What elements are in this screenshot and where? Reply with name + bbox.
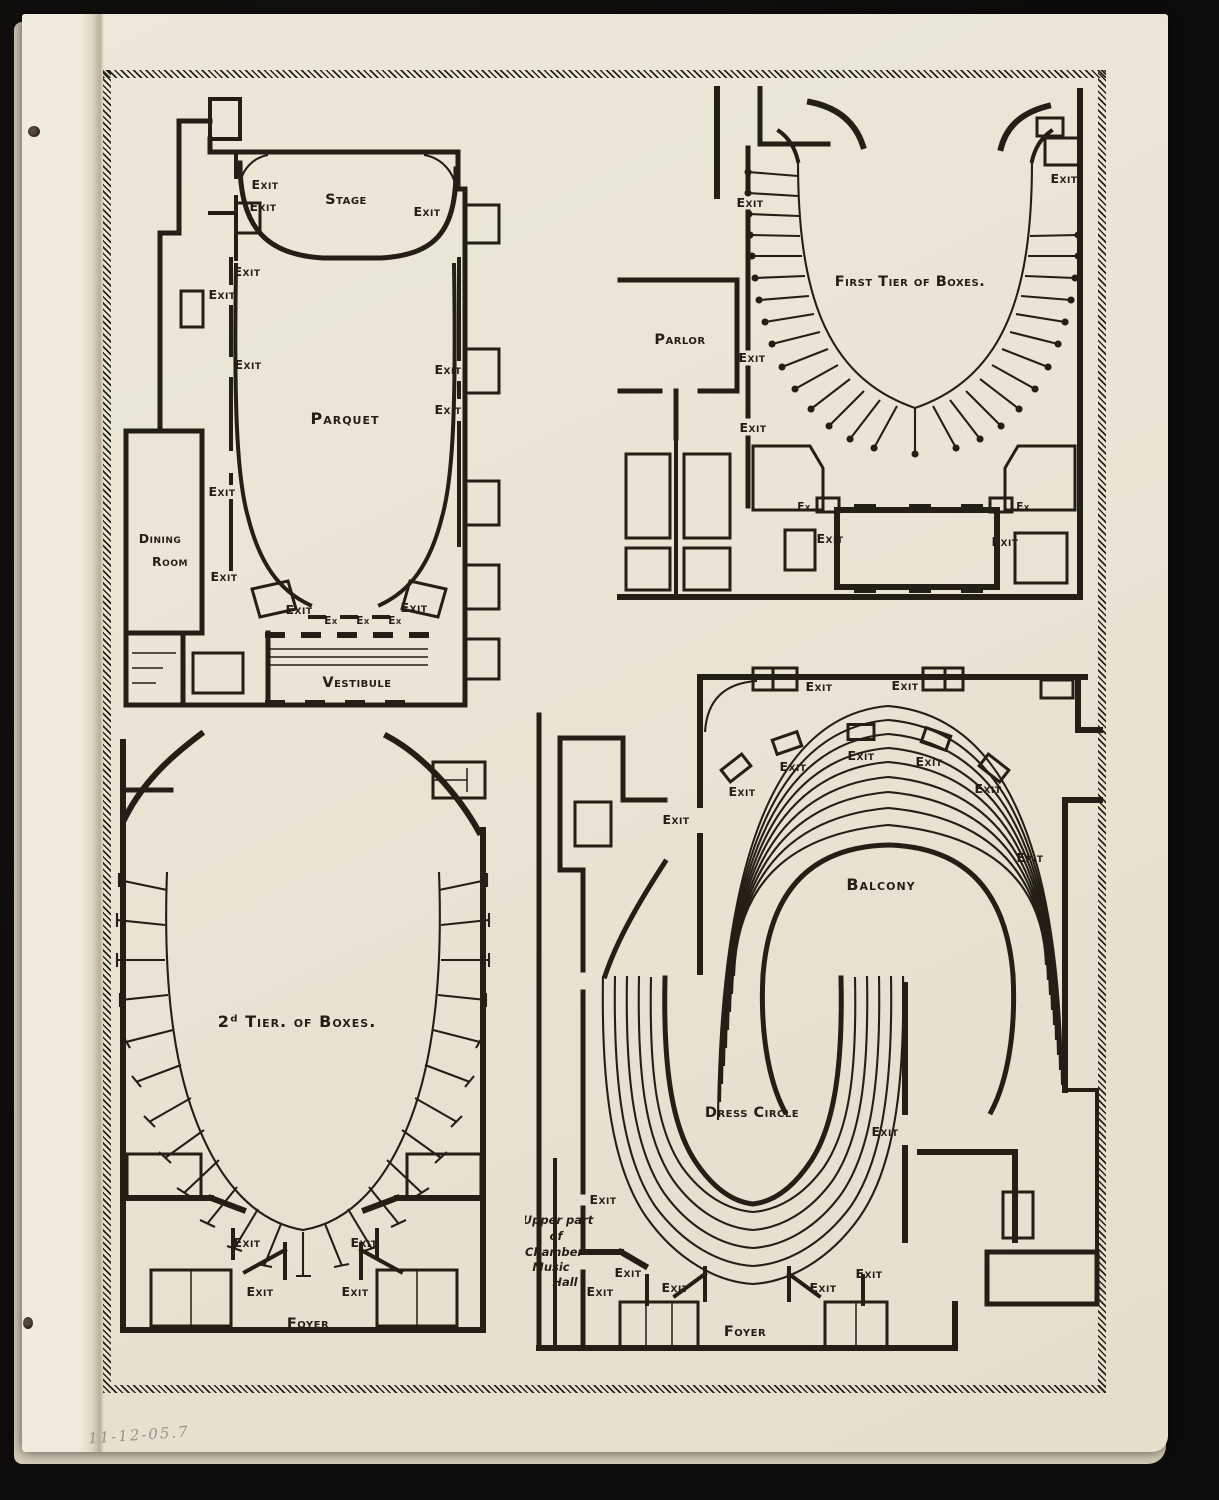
balcony-dress-circle-floor-plan: Exit Exit Exit Exit Exit Exit Exit Exit … bbox=[525, 666, 1103, 1351]
exit-label: Exit bbox=[234, 264, 261, 279]
exit-label: Exit bbox=[856, 1266, 883, 1281]
second-tier-boxes-ring bbox=[115, 871, 491, 1278]
exit-label: Exit bbox=[252, 177, 279, 192]
hatched-border-top bbox=[103, 70, 1106, 78]
right-side-rooms bbox=[902, 982, 1100, 1307]
hatched-border-bottom bbox=[103, 1385, 1106, 1393]
exit-label: Exit bbox=[401, 600, 428, 615]
first-tier-floor-plan: Exit Parlor Exit Exit First Tier of Boxe… bbox=[617, 86, 1083, 600]
ex-label: Ex bbox=[388, 615, 402, 627]
first-tier-walls bbox=[617, 86, 1083, 600]
foyer-area bbox=[536, 1247, 958, 1351]
exit-label: Exit bbox=[992, 534, 1019, 549]
parquet-title: Parquet bbox=[310, 409, 379, 428]
exit-label: Exit bbox=[209, 484, 236, 499]
exit-label: Exit bbox=[247, 1284, 274, 1299]
ex-label: Ex bbox=[356, 615, 370, 627]
ex-label: Ex bbox=[324, 615, 338, 627]
exit-label: Exit bbox=[1051, 171, 1078, 186]
exit-label: Exit bbox=[740, 420, 767, 435]
parquet-floor-plan: Exit Exit Stage Exit Exit Exit Exit Exit… bbox=[123, 97, 501, 708]
dining-room-label: Dining bbox=[139, 531, 182, 546]
foyer-label: Foyer bbox=[287, 1316, 329, 1332]
exit-label: Exit bbox=[662, 1280, 689, 1295]
balcony-title: Balcony bbox=[846, 875, 915, 894]
exit-label: Exit bbox=[235, 357, 262, 372]
exit-label: Exit bbox=[780, 759, 807, 774]
first-tier-boxes-ring bbox=[744, 128, 1082, 458]
exit-label: Exit bbox=[663, 812, 690, 827]
second-tier-floor-plan: 2ᵈ Tier. of Boxes. Exit Exit Exit Exit F… bbox=[115, 730, 491, 1333]
exit-label: Exit bbox=[435, 362, 462, 377]
chamber-hall-label: Upper part bbox=[525, 1213, 594, 1227]
balcony-labels: Exit Exit Exit Exit Exit Exit Exit Exit … bbox=[525, 678, 1044, 1340]
parlor-label: Parlor bbox=[654, 332, 705, 348]
second-tier-title: 2ᵈ Tier. of Boxes. bbox=[218, 1012, 377, 1031]
parquet-stairs bbox=[179, 201, 501, 695]
first-tier-labels: Exit Parlor Exit Exit First Tier of Boxe… bbox=[654, 171, 1077, 549]
exit-label: Exit bbox=[209, 287, 236, 302]
exit-label: Exit bbox=[872, 1124, 899, 1139]
exit-label: Exit bbox=[810, 1280, 837, 1295]
hatched-border-left bbox=[103, 70, 111, 1393]
exit-label: Exit bbox=[250, 199, 277, 214]
exit-label: Exit bbox=[590, 1192, 617, 1207]
exit-label: Exit bbox=[435, 402, 462, 417]
exit-label: Exit bbox=[286, 602, 313, 617]
exit-label: Exit bbox=[739, 350, 766, 365]
exit-label: Exit bbox=[587, 1284, 614, 1299]
exit-label: Exit bbox=[806, 679, 833, 694]
exit-label: Exit bbox=[342, 1284, 369, 1299]
exit-label: Exit bbox=[892, 678, 919, 693]
exit-label: Exit bbox=[729, 784, 756, 799]
parquet-walls bbox=[123, 97, 468, 708]
second-tier-stairs bbox=[125, 1152, 483, 1328]
chamber-hall-label: of bbox=[550, 1229, 565, 1243]
exit-label: Exit bbox=[848, 748, 875, 763]
exit-label: Exit bbox=[351, 1235, 378, 1250]
exit-label: Exit bbox=[737, 195, 764, 210]
binding-hole-top bbox=[28, 126, 40, 137]
vestibule-label: Vestibule bbox=[322, 675, 391, 691]
second-tier-labels: 2ᵈ Tier. of Boxes. Exit Exit Exit Exit F… bbox=[218, 1012, 378, 1332]
ex-label: Ex bbox=[1016, 501, 1030, 513]
balcony-rows bbox=[716, 704, 1064, 1121]
parquet-labels: Exit Exit Stage Exit Exit Exit Exit Exit… bbox=[139, 177, 462, 691]
exit-label: Exit bbox=[975, 781, 1002, 796]
program-page: Exit Exit Stage Exit Exit Exit Exit Exit… bbox=[22, 14, 1168, 1452]
chamber-hall-label: Hall bbox=[552, 1275, 578, 1289]
balcony-walls bbox=[697, 666, 1103, 1093]
binding-hole-bottom bbox=[23, 1317, 33, 1329]
exit-label: Exit bbox=[414, 204, 441, 219]
exit-label: Exit bbox=[1017, 850, 1044, 865]
stage-label: Stage bbox=[325, 192, 367, 208]
chamber-hall-label: Chamber bbox=[525, 1245, 584, 1259]
first-tier-stairs bbox=[624, 444, 1077, 592]
foyer-label: Foyer bbox=[724, 1324, 766, 1340]
first-tier-title: First Tier of Boxes. bbox=[835, 274, 985, 290]
chamber-hall-label: Music bbox=[532, 1260, 569, 1274]
exit-label: Exit bbox=[211, 569, 238, 584]
ex-label: Ex bbox=[797, 501, 811, 513]
dress-circle-title: Dress Circle bbox=[705, 1105, 799, 1121]
exit-label: Exit bbox=[234, 1235, 261, 1250]
exit-label: Exit bbox=[817, 531, 844, 546]
dress-circle-rows bbox=[601, 975, 905, 1286]
dining-room-label: Room bbox=[152, 554, 188, 569]
chamber-hall-corridor bbox=[536, 712, 669, 1348]
exit-label: Exit bbox=[916, 754, 943, 769]
exit-label: Exit bbox=[615, 1265, 642, 1280]
binding-fold-edge bbox=[22, 14, 104, 1452]
